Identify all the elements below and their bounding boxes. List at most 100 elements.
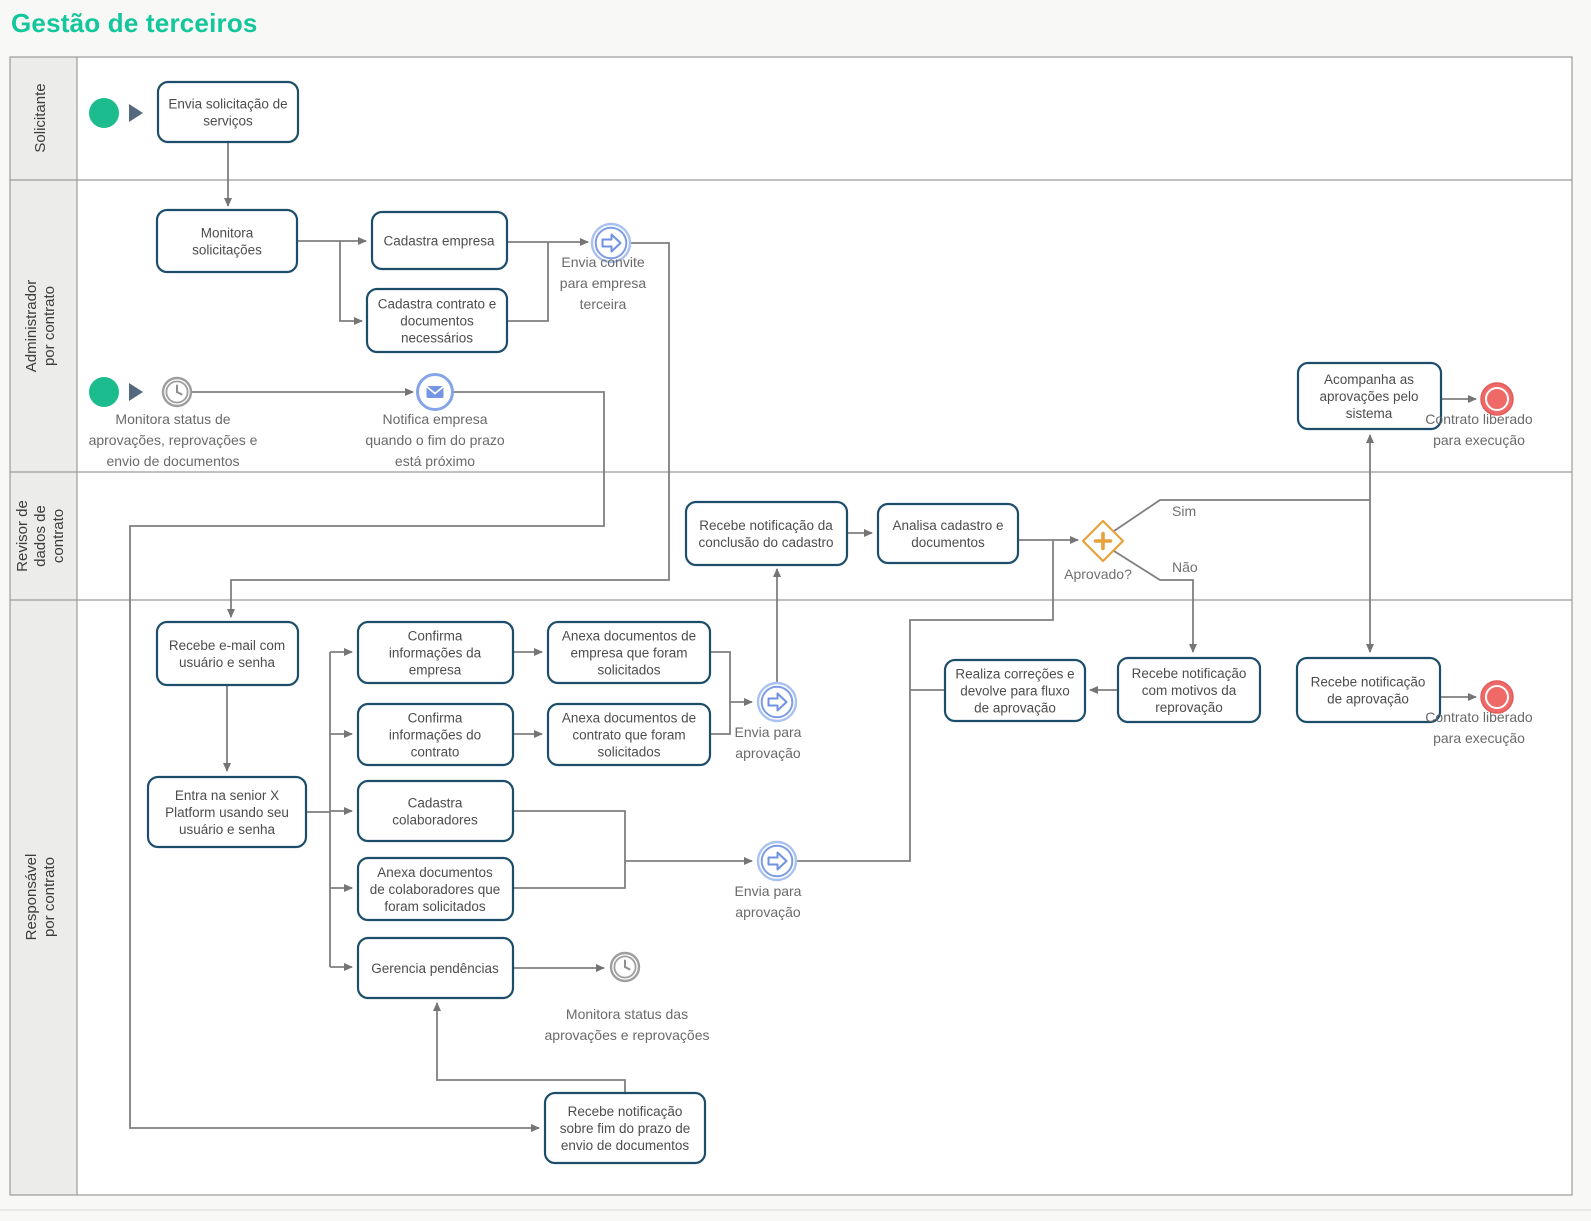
flow-cadastra-contrato-convite (507, 242, 549, 322)
lane-label-revisor-3: contrato (50, 509, 67, 563)
task-shape[interactable] (356, 779, 515, 843)
task-shape[interactable] (356, 856, 515, 922)
flow-fim-prazo-gerencia (433, 1002, 626, 1093)
end-event-contrato-liberado-2[interactable] (1480, 680, 1514, 714)
gateway-plus-icon (1093, 531, 1113, 551)
start-event-solicitante[interactable] (89, 98, 119, 128)
task-shape[interactable] (543, 1091, 707, 1165)
flow-anexa-merge-bracket (710, 651, 731, 735)
task-shape[interactable] (356, 936, 515, 1000)
play-icon (129, 383, 143, 401)
task-shape[interactable] (1296, 361, 1443, 431)
end-event-contrato-liberado-1[interactable] (1480, 382, 1514, 416)
send-event-envia-aprovacao-2[interactable] (756, 840, 798, 882)
flow-convite-recebe-email (227, 242, 670, 618)
send-event-envia-aprovacao-1[interactable] (756, 681, 798, 723)
task-cadastra-empresa[interactable]: Cadastra empresa (370, 210, 509, 271)
task-label: Cadastra empresa (383, 234, 495, 249)
task-shape[interactable] (356, 620, 515, 685)
task-shape[interactable] (943, 658, 1087, 723)
lane-label-responsavel-1: Responsável (23, 854, 40, 941)
gateway-aprovado[interactable] (1081, 519, 1125, 563)
task-shape[interactable] (546, 620, 712, 685)
timer-event-monitora-aprovacoes[interactable] (609, 951, 641, 983)
end-event-ring (1485, 387, 1509, 411)
lane-label-responsavel-2: por contrato (41, 857, 58, 937)
task-shape[interactable] (546, 702, 712, 767)
task-shape[interactable] (155, 208, 299, 274)
send-arrow-icon (767, 692, 788, 712)
end-event-ring (1485, 685, 1509, 709)
flow-monitora-cadastra-contrato (339, 241, 363, 325)
page-title: Gestão de terceiros (11, 8, 258, 38)
task-shape[interactable] (356, 702, 515, 767)
send-arrow-icon (767, 851, 788, 871)
start-event-monitoramento[interactable] (89, 377, 119, 407)
send-event-envia-convite[interactable] (590, 222, 632, 264)
play-icon (129, 104, 143, 122)
lane-label-revisor-1: Revisor de (14, 500, 31, 572)
clock-hands-icon (176, 384, 183, 396)
task-shape[interactable] (1116, 656, 1262, 724)
task-shape[interactable] (684, 500, 849, 567)
label-nao: Não (1172, 559, 1198, 575)
flow-notifica-recebe-fim-prazo (129, 391, 605, 1132)
task-shape[interactable] (365, 287, 509, 354)
task-shape[interactable] (155, 620, 300, 687)
task-shape[interactable] (876, 502, 1020, 565)
lane-label-strip (10, 57, 77, 1195)
task-shape[interactable] (1295, 656, 1442, 724)
task-shape[interactable] (156, 80, 300, 144)
label-aprovado: Aprovado? (1064, 566, 1132, 582)
task-shape[interactable] (146, 775, 308, 849)
task-gerencia-pendencias[interactable]: Gerencia pendências (356, 936, 515, 1000)
flow-colab-merge-bracket (513, 810, 626, 889)
label-sim: Sim (1172, 503, 1196, 519)
pool-body (77, 57, 1572, 1195)
task-shape[interactable] (370, 210, 509, 271)
envelope-flap (425, 385, 445, 395)
timer-event-monitora-status[interactable] (161, 376, 193, 408)
task-label: Gerencia pendências (371, 961, 499, 976)
message-event-notifica-empresa[interactable] (416, 373, 454, 411)
